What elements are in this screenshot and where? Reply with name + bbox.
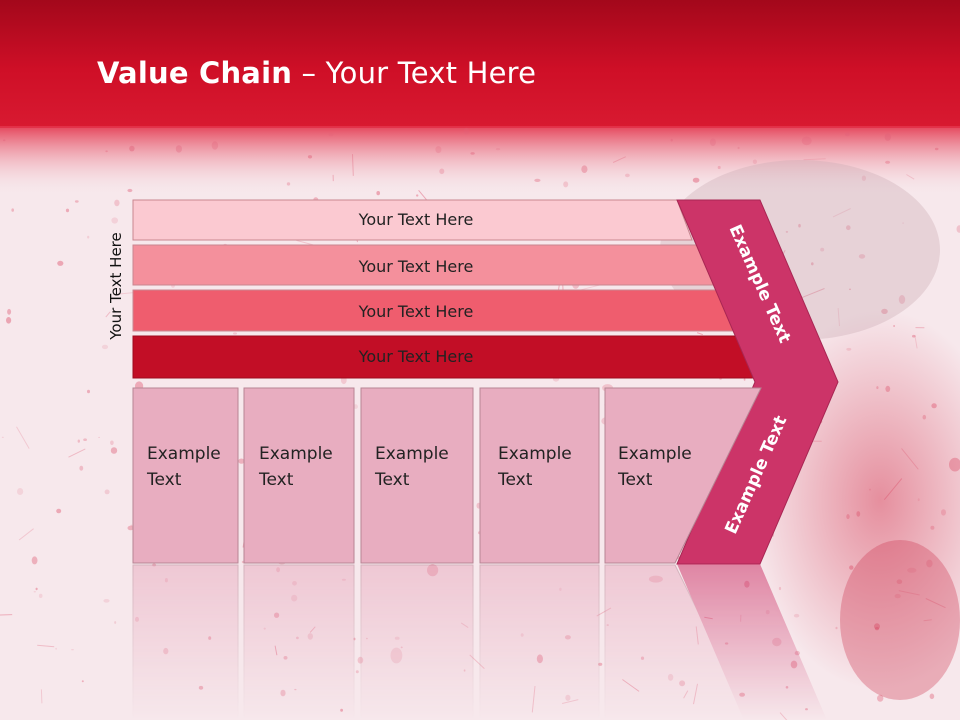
box-5: Example Text — [604, 387, 762, 564]
bar-4: Your Text Here — [132, 335, 764, 379]
box-5-line1: Example — [618, 444, 692, 464]
box-1: Example Text — [132, 387, 239, 564]
box-2: Example Text — [243, 387, 355, 564]
box-4: Example Text — [479, 387, 600, 564]
bar-2: Your Text Here — [132, 244, 717, 286]
side-label: Your Text Here — [107, 232, 125, 340]
bar-3: Your Text Here — [132, 289, 740, 332]
title-rest: – Your Text Here — [292, 56, 537, 90]
box-3-line1: Example — [375, 444, 449, 464]
bar-4-label: Your Text Here — [358, 347, 474, 366]
bar-3-label: Your Text Here — [358, 302, 474, 321]
box-4-line1: Example — [498, 444, 572, 464]
page-title: Value Chain – Your Text Here — [97, 56, 536, 90]
header-band — [0, 0, 960, 128]
box-2-line2: Text — [258, 470, 294, 490]
box-2-line1: Example — [259, 444, 333, 464]
box-1-line2: Text — [146, 470, 182, 490]
bar-1-label: Your Text Here — [358, 210, 474, 229]
box-3: Example Text — [360, 387, 474, 564]
reflection — [132, 564, 827, 720]
box-1-line1: Example — [147, 444, 221, 464]
bar-1: Your Text Here — [132, 199, 693, 241]
box-3-line2: Text — [374, 470, 410, 490]
bar-2-label: Your Text Here — [358, 257, 474, 276]
box-5-line2: Text — [617, 470, 653, 490]
box-4-line2: Text — [497, 470, 533, 490]
title-bold: Value Chain — [97, 56, 293, 90]
